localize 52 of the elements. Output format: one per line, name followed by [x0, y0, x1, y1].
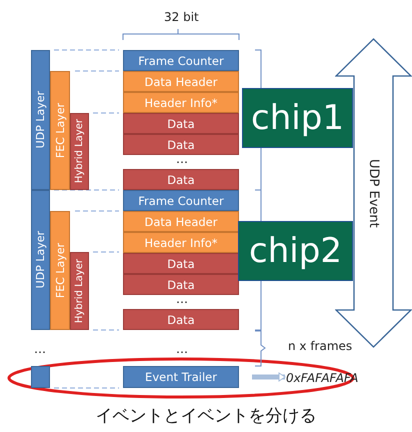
word-row [123, 190, 239, 211]
layer-bar [70, 252, 89, 330]
word-row [123, 113, 239, 134]
width-label: 32 bit [164, 10, 199, 24]
chip-label: chip2 [249, 231, 342, 271]
row-label: Header Info* [144, 96, 218, 110]
ellipsis: … [34, 342, 46, 356]
word-row [123, 309, 239, 330]
frames-label: n x frames [288, 339, 352, 353]
layer-label: UDP Layer [34, 231, 47, 289]
caption: イベントとイベントを分ける [94, 405, 318, 427]
chip-label: chip1 [251, 98, 344, 138]
ellipsis: … [176, 292, 188, 306]
row-label: Header Info* [144, 236, 218, 250]
row-label: Frame Counter [138, 54, 224, 68]
row-label: Event Trailer [145, 370, 217, 384]
layer-label: FEC Layer [54, 102, 66, 158]
word-row [123, 211, 239, 232]
layer-bar [50, 211, 70, 330]
layer-label: Hybrid Layer [74, 119, 85, 184]
word-row [123, 169, 239, 190]
row-label: Data [167, 172, 195, 186]
row-label: Data Header [144, 74, 218, 88]
arrow [252, 372, 286, 382]
row-label: Data [167, 138, 195, 152]
layer-bar [70, 113, 89, 190]
row-label: Data Header [144, 214, 218, 228]
word-row [123, 50, 239, 71]
layer-bar [31, 190, 50, 330]
word-row [123, 232, 239, 253]
row-label: Data [167, 256, 195, 270]
layer-label: Hybrid Layer [74, 258, 85, 324]
ellipsis: … [176, 152, 188, 166]
arrow-label: UDP Event [366, 158, 381, 228]
word-row [123, 253, 239, 274]
row-label: Data [167, 116, 195, 130]
row-label: Data [167, 278, 195, 292]
word-row [123, 366, 239, 388]
word-row [123, 92, 239, 113]
ellipsis: … [176, 342, 188, 356]
row-label: Data [167, 312, 195, 326]
layer-bar [31, 366, 50, 388]
word-row [123, 274, 239, 295]
row-label: Frame Counter [138, 194, 224, 208]
layer-bar [50, 71, 70, 190]
chip-box [242, 88, 353, 148]
layer-label: FEC Layer [54, 242, 66, 298]
word-row [123, 134, 239, 155]
chip-box [238, 221, 353, 281]
layer-bar [31, 50, 50, 190]
layer-label: UDP Layer [34, 91, 47, 149]
word-row [123, 71, 239, 92]
